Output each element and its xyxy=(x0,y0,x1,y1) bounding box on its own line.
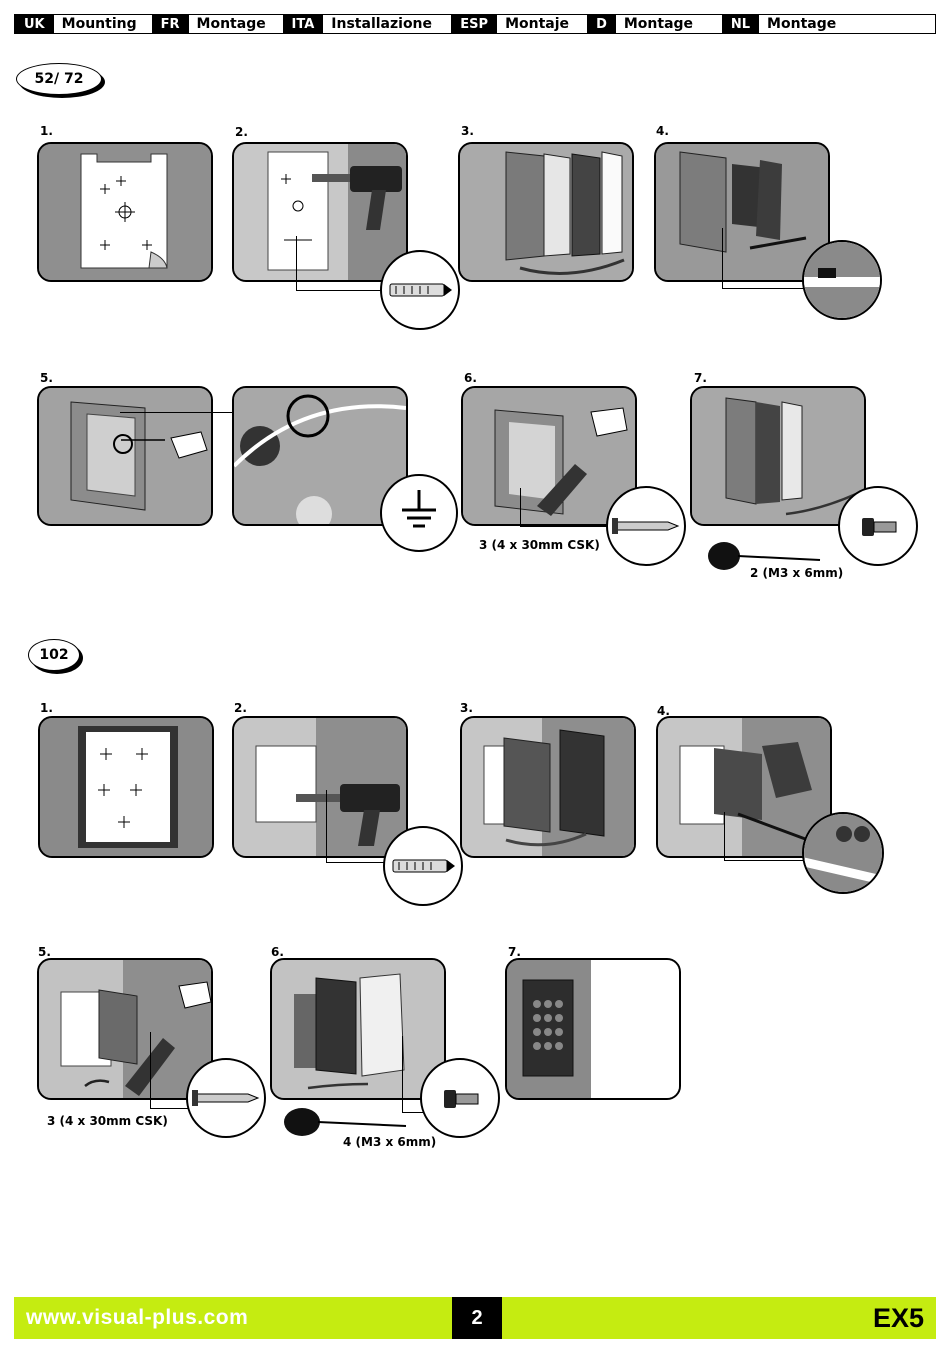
illustration-template xyxy=(37,142,213,282)
lang-code: UK xyxy=(15,15,54,33)
step-label: 1. xyxy=(40,124,53,138)
lang-label: Montage xyxy=(189,15,283,33)
lang-label: Installazione xyxy=(323,15,451,33)
step-label: 2. xyxy=(234,701,247,715)
lang-fr: FR Montage xyxy=(152,15,283,33)
leader-line xyxy=(520,488,611,527)
step-label: 6. xyxy=(464,371,477,385)
ground-symbol-icon xyxy=(380,474,458,552)
step-label: 2. xyxy=(235,125,248,139)
step-label: 1. xyxy=(40,701,53,715)
illustration-assembly-exploded xyxy=(458,142,634,282)
page-number: 2 xyxy=(452,1297,502,1339)
screw-icon xyxy=(186,1058,266,1138)
leader-line xyxy=(326,790,389,863)
lang-code: D xyxy=(587,15,616,33)
lang-ita: ITA Installazione xyxy=(283,15,452,33)
illustration-back-box xyxy=(37,386,213,526)
language-header-bar: UK Mounting FR Montage ITA Installazione… xyxy=(14,14,936,34)
lang-label: Mounting xyxy=(54,15,152,33)
lang-nl: NL Montage xyxy=(722,15,844,33)
step-label: 3. xyxy=(460,701,473,715)
illustration-template xyxy=(38,716,214,858)
leader-line xyxy=(722,228,807,289)
caption-screws-csk: 3 (4 x 30mm CSK) xyxy=(47,1114,168,1128)
lang-label: Montage xyxy=(616,15,722,33)
step-label: 5. xyxy=(40,371,53,385)
model-badge-52-72: 52/ 72 xyxy=(16,63,102,95)
lang-esp: ESP Montaje xyxy=(451,15,587,33)
lang-uk: UK Mounting xyxy=(15,15,152,33)
footer-bar: www.visual-plus.com 2 EX5 xyxy=(14,1297,936,1339)
product-model: EX5 xyxy=(873,1297,924,1339)
screwdriver-detail-icon xyxy=(802,812,884,894)
step-label: 7. xyxy=(508,945,521,959)
lang-code: ESP xyxy=(451,15,497,33)
caption-screws-csk: 3 (4 x 30mm CSK) xyxy=(479,538,600,552)
lang-code: ITA xyxy=(283,15,324,33)
lang-label: Montaje xyxy=(497,15,587,33)
screw-icon xyxy=(838,486,918,566)
lang-label: Montage xyxy=(759,15,844,33)
caption-screws-m3: 2 (M3 x 6mm) xyxy=(750,566,843,580)
leader-line xyxy=(724,812,805,861)
illustration-finished-keypad xyxy=(505,958,681,1100)
lang-code: NL xyxy=(722,15,759,33)
step-label: 6. xyxy=(271,945,284,959)
screw-icon xyxy=(420,1058,500,1138)
step-label: 3. xyxy=(461,124,474,138)
lang-d: D Montage xyxy=(587,15,722,33)
illustration-assembly-exploded xyxy=(460,716,636,858)
leader-line xyxy=(150,1032,191,1109)
step-label: 5. xyxy=(38,945,51,959)
screw-icon xyxy=(606,486,686,566)
step-label: 7. xyxy=(694,371,707,385)
website-link[interactable]: www.visual-plus.com xyxy=(14,1306,248,1330)
caption-screws-m3: 4 (M3 x 6mm) xyxy=(343,1135,436,1149)
wall-plug-icon xyxy=(380,250,460,330)
illustration-fit-front-plate xyxy=(690,386,866,526)
leader-line xyxy=(296,236,387,291)
screwdriver-detail-icon xyxy=(802,240,882,320)
model-badge-102: 102 xyxy=(28,639,80,671)
wall-plug-icon xyxy=(383,826,463,906)
step-label: 4. xyxy=(656,124,669,138)
lang-code: FR xyxy=(152,15,189,33)
